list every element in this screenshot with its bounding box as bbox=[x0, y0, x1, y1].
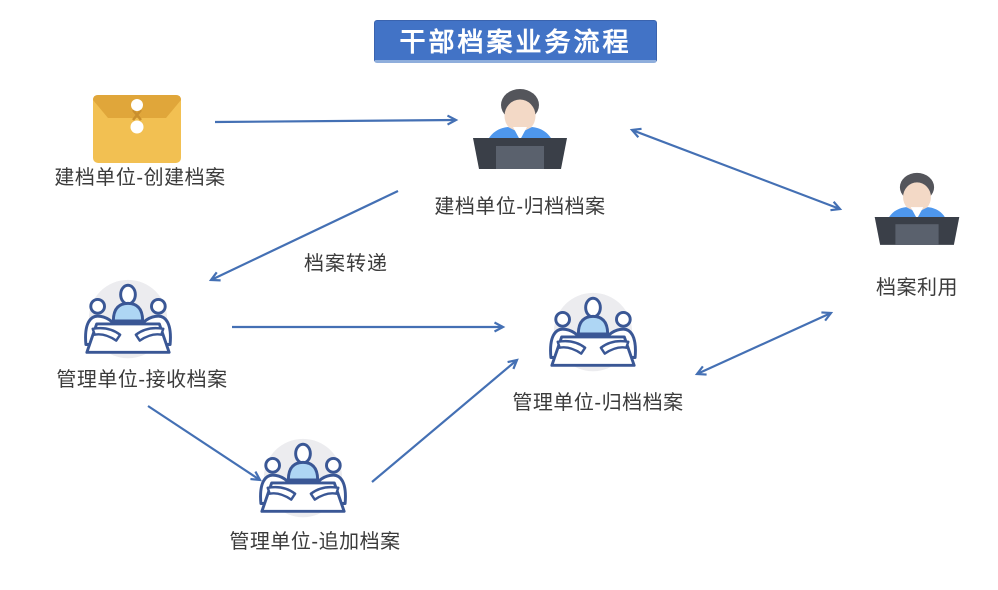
arrow-create-to-unit-archive bbox=[214, 114, 459, 126]
page-title: 干部档案业务流程 bbox=[374, 20, 657, 63]
arrow-unit-archive-to-receive bbox=[208, 190, 399, 282]
meeting-icon bbox=[81, 277, 175, 365]
arrow-receive-to-append bbox=[147, 405, 262, 482]
arrow-mgmt-archive-usage-double bbox=[694, 311, 834, 376]
node-label-append: 管理单位-追加档案 bbox=[229, 531, 401, 553]
node-label-create: 建档单位-创建档案 bbox=[54, 167, 226, 189]
meeting-icon bbox=[546, 290, 640, 378]
person-desk-icon bbox=[470, 86, 570, 170]
envelope-icon bbox=[93, 87, 181, 163]
node-label-receive: 管理单位-接收档案 bbox=[56, 369, 228, 391]
meeting-icon bbox=[256, 436, 350, 524]
person-desk-icon bbox=[872, 169, 962, 247]
arrow-append-to-mgmt-archive bbox=[371, 358, 519, 483]
node-label-mgmt-archive: 管理单位-归档档案 bbox=[512, 392, 684, 414]
node-label-usage: 档案利用 bbox=[876, 277, 958, 299]
edge-label-transfer: 档案转递 bbox=[304, 253, 388, 275]
arrow-unit-archive-usage-double bbox=[629, 127, 843, 212]
node-label-unit-archive: 建档单位-归档档案 bbox=[434, 196, 606, 218]
